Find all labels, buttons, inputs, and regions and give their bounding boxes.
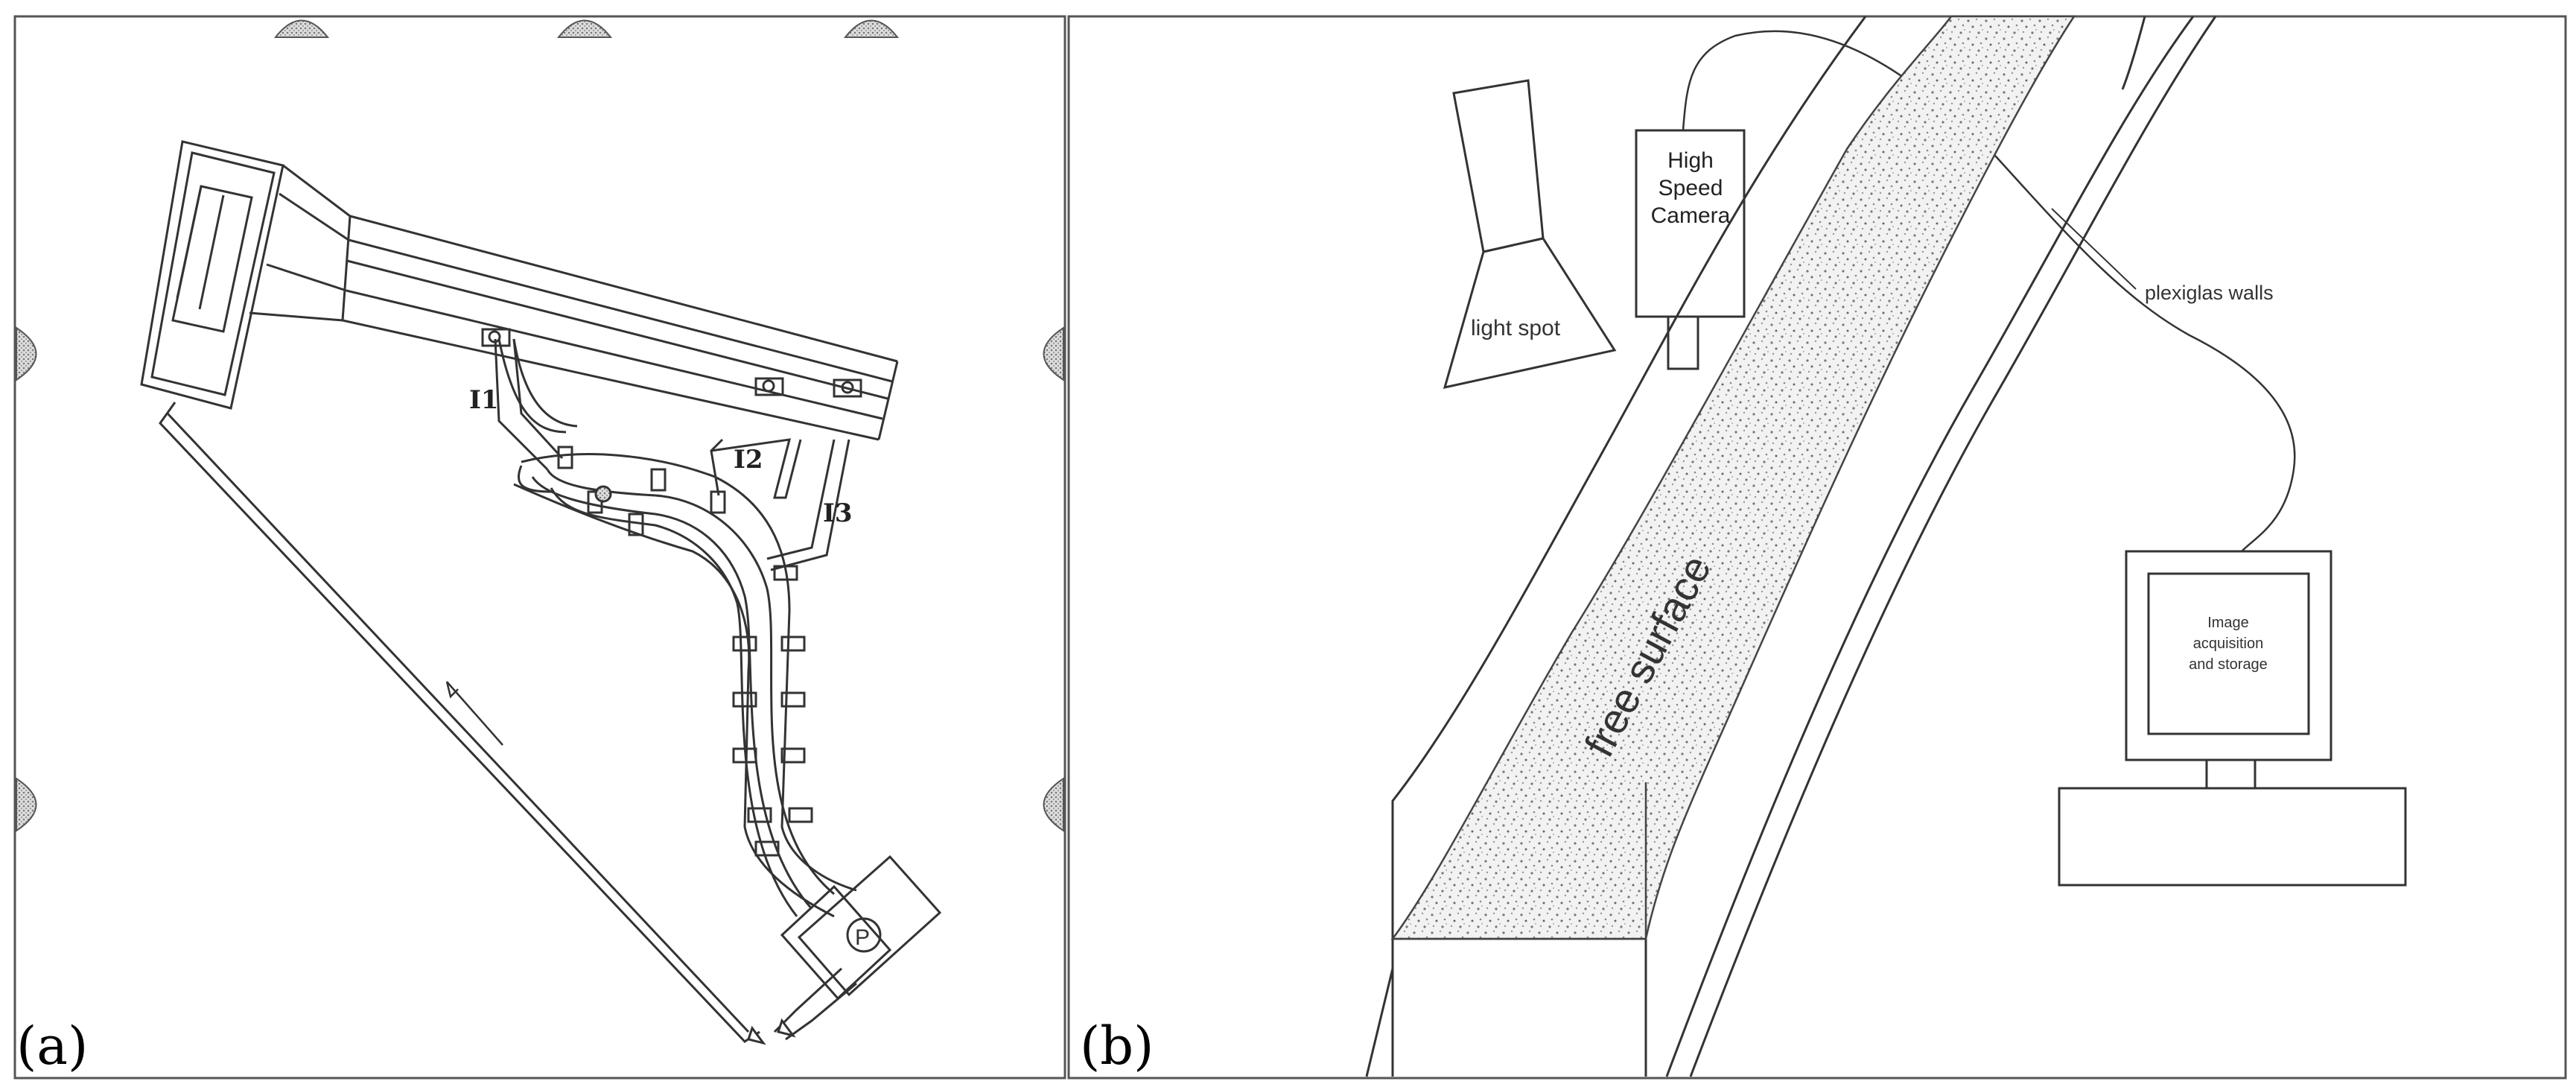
high-speed-camera bbox=[1635, 30, 2296, 552]
light-fixtures bbox=[16, 19, 1064, 832]
camera-label-line-1: High bbox=[1667, 148, 1714, 173]
free-surface-band bbox=[1390, 15, 2076, 940]
fixture-top-2 bbox=[556, 19, 613, 38]
camera-label-line-2: Speed bbox=[1659, 176, 1723, 200]
monitor-label: Image acquisition and storage bbox=[2189, 615, 2268, 673]
camera-cable bbox=[1682, 30, 2296, 552]
header-tank bbox=[140, 140, 284, 410]
camera-label-line-3: Camera bbox=[1651, 203, 1731, 228]
pump-circle bbox=[846, 917, 882, 953]
panel-b bbox=[1067, 15, 2567, 1080]
monitor bbox=[2058, 550, 2407, 887]
panel-a-border bbox=[13, 15, 1066, 1080]
fixture-right-1 bbox=[1043, 326, 1064, 381]
fixture-right-2 bbox=[1043, 777, 1064, 832]
inlet-label-i3: I3 bbox=[823, 498, 853, 528]
pump-label: P bbox=[855, 925, 870, 950]
panel-b-border bbox=[1067, 15, 2567, 1080]
walls-label: plexiglas walls bbox=[2145, 282, 2274, 304]
panel-b-letter: (b) bbox=[1080, 1015, 1154, 1077]
panel-a bbox=[13, 15, 1066, 1080]
pump-unit bbox=[747, 855, 942, 1045]
main-channel bbox=[249, 164, 899, 441]
light-spot-label: light spot bbox=[1471, 316, 1561, 340]
fixture-top-1 bbox=[273, 19, 330, 38]
fixture-left-1 bbox=[16, 326, 37, 381]
panel-a-letter: (a) bbox=[16, 1015, 88, 1077]
inlet-label-i1: I1 bbox=[469, 385, 499, 415]
monitor-label-line-2: acquisition bbox=[2193, 636, 2264, 652]
walls-pointer bbox=[2051, 208, 2137, 290]
light-spot bbox=[1443, 79, 1617, 390]
fixture-left-2 bbox=[16, 777, 37, 832]
bent-flume bbox=[494, 338, 857, 918]
inlet-label-i2: I2 bbox=[734, 445, 763, 475]
monitor-label-line-3: and storage bbox=[2189, 656, 2268, 673]
fixture-top-3 bbox=[843, 19, 900, 38]
monitor-label-line-1: Image bbox=[2207, 615, 2249, 631]
camera-label: High Speed Camera bbox=[1651, 148, 1731, 228]
